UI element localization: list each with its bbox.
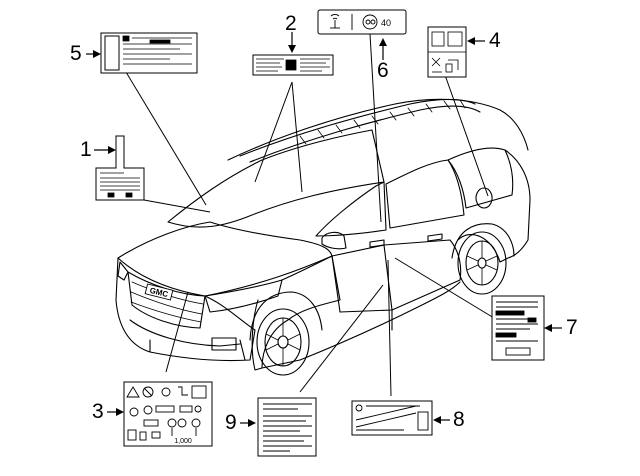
leader-2a [254,81,293,183]
label-4-sticker [427,26,467,78]
vehicle-rocker [299,281,461,361]
grille-badge-text: GMC [149,286,170,299]
callout-number-1: 1 [80,138,92,161]
vehicle-windshield [167,129,385,228]
leader-8 [387,259,392,397]
vehicle-front-fender [251,255,341,371]
vehicle-roof-outline [227,98,529,161]
label-6-speed-text: 40 [381,18,391,28]
vehicle-front-wheel [256,308,310,376]
vehicle-illustration [115,98,531,376]
vehicle-rear-door [383,239,462,311]
callout-arrows [86,32,562,427]
callout-number-6: 6 [377,59,389,82]
leader-1 [143,199,211,213]
vehicle-front-door [331,244,393,313]
leader-4 [444,74,489,197]
grille-badge: GMC [144,283,174,301]
vehicle-headlight [204,279,283,313]
vehicle-left-headlight [117,261,129,281]
vehicle-roof-rail-2 [249,105,481,163]
callout-number-2: 2 [285,12,297,35]
label-5-sticker [100,32,198,74]
label-2-sticker [252,54,334,76]
leader-7 [394,257,495,319]
vehicle-grille [127,271,206,329]
vehicle-side-window-front [315,181,387,237]
vehicle-rear-body [457,149,531,263]
vehicle-front-wheel-arch [249,291,323,341]
vehicle-fog-light [211,337,237,351]
vehicle-front-face [115,257,256,362]
vehicle-rear-wheel-arch [451,223,515,259]
vehicle-lower-body-line [261,309,393,369]
vehicle-lower-bumper [129,319,246,361]
vehicle-door-handle-rear [427,233,443,242]
callout-number-7: 7 [566,316,578,339]
leader-6 [369,33,382,223]
leader-3 [165,291,189,373]
label-6-sticker [317,9,407,35]
callout-number-5: 5 [70,42,82,65]
vehicle-side-mirror [321,231,347,250]
vehicle-door-handle-front [369,239,385,248]
label-1-tag [95,135,145,201]
vehicle-fuel-door [475,187,493,209]
vehicle-rear-quarter-window [447,147,514,209]
vehicle-grille-bars [130,281,204,323]
callout-number-4: 4 [489,29,501,52]
vehicle-rear-wheel [457,231,507,295]
label-3-icon-sheet [123,381,213,447]
callout-number-8: 8 [453,408,465,431]
vehicle-hood [117,221,333,297]
leader-2b [291,81,303,193]
vehicle-roof-rail [239,99,476,157]
vehicle-side-window-rear [385,159,465,229]
leader-9 [299,284,384,393]
leader-5 [125,71,207,206]
callout-number-3: 3 [92,400,104,423]
label-8-sticker [351,400,433,436]
label-3-odometer-text: 1,000 [174,438,192,445]
callout-number-9: 9 [225,411,237,434]
label-9-sticker [257,397,317,457]
label-7-sticker [491,295,545,361]
leader-lines [125,33,495,397]
